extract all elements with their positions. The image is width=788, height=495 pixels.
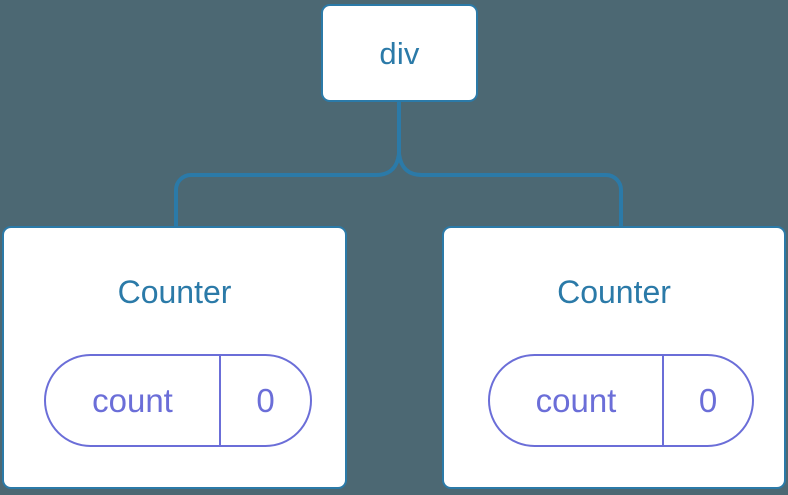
edge-to-counter-left [174,152,401,228]
state-pill-left: count 0 [44,354,312,447]
state-key-right: count [490,356,664,445]
node-counter-left[interactable]: Counter count 0 [2,226,347,489]
node-counter-right-label: Counter [557,274,671,310]
state-pill-right: count 0 [488,354,754,447]
node-counter-right[interactable]: Counter count 0 [442,226,786,489]
edge-to-counter-right [397,152,623,228]
node-div-label: div [379,35,420,71]
state-value-left: 0 [256,382,275,419]
state-key-left: count [46,356,221,445]
state-value-right: 0 [698,382,718,419]
node-counter-left-label: Counter [117,274,232,310]
node-div[interactable]: div [321,4,478,102]
